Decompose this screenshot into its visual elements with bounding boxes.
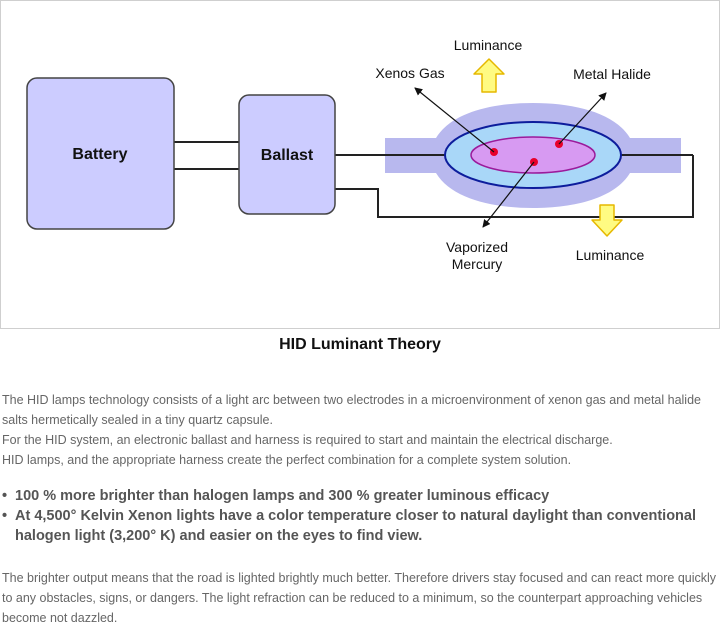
- hid-diagram: Battery Ballast Luminance Xenos Gas Meta…: [0, 0, 720, 329]
- hid-diagram-svg: Battery Ballast Luminance Xenos Gas Meta…: [26, 37, 694, 272]
- battery-label: Battery: [72, 146, 127, 163]
- lamp-inner-arc: [470, 136, 596, 174]
- outro-paragraph: The brighter output means that the road …: [2, 571, 717, 625]
- wire-return-loop: [335, 155, 694, 218]
- ballast-box: [238, 94, 336, 215]
- xenos-gas-pointer: [414, 87, 495, 153]
- outro-text: The brighter output means that the road …: [2, 568, 718, 628]
- metal-halide-label: Metal Halide: [573, 66, 651, 82]
- feature-item-color-temperature: At 4,500° Kelvin Xenon lights have a col…: [2, 506, 718, 546]
- luminance-top-label: Luminance: [454, 37, 523, 53]
- diagram-caption: HID Luminant Theory: [279, 336, 441, 353]
- luminance-down-arrow-icon: [591, 204, 623, 237]
- feature-item-brightness: 100 % more brighter than halogen lamps a…: [2, 486, 718, 506]
- metal-halide-pointer: [558, 92, 607, 145]
- intro-paragraph-2: For the HID system, an electronic ballas…: [2, 433, 613, 447]
- battery-box: [26, 77, 175, 230]
- ballast-label: Ballast: [261, 147, 314, 164]
- feature-list: 100 % more brighter than halogen lamps a…: [2, 486, 718, 546]
- vaporized-label-line1: Vaporized: [446, 239, 508, 255]
- vaporized-mercury-pointer: [482, 161, 535, 228]
- intro-text: The HID lamps technology consists of a l…: [2, 390, 718, 470]
- intro-paragraph-3: HID lamps, and the appropriate harness c…: [2, 453, 572, 467]
- intro-paragraph-1: The HID lamps technology consists of a l…: [2, 393, 701, 427]
- vaporized-label-line2: Mercury: [452, 256, 503, 272]
- luminance-bottom-label: Luminance: [576, 247, 645, 263]
- xenos-gas-label: Xenos Gas: [375, 65, 444, 81]
- luminance-up-arrow-icon: [473, 58, 505, 93]
